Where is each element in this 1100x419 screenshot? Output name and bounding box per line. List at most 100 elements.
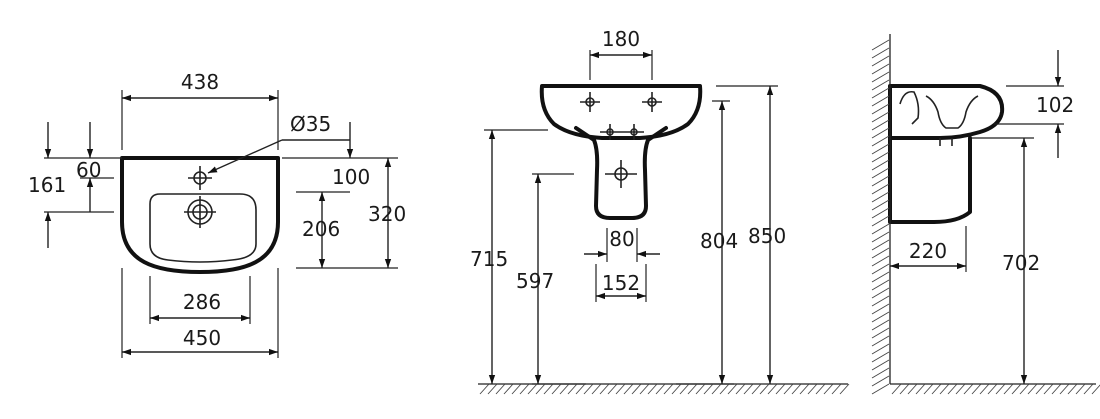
dim-597: 597	[516, 269, 554, 293]
top-view: 438 Ø35 60 161 100 320 206 286 45	[28, 70, 406, 358]
hatch-stroke	[735, 383, 746, 395]
hatch-stroke	[871, 295, 890, 307]
hatch-stroke	[871, 367, 890, 379]
hatch-stroke	[963, 383, 974, 395]
hatch-stroke	[703, 383, 714, 395]
hatch-stroke	[487, 383, 498, 395]
hatch-stroke	[871, 351, 890, 363]
hatch-stroke	[559, 383, 570, 395]
hatch-stroke	[1067, 383, 1078, 395]
hatch-stroke	[823, 383, 834, 395]
basin-outline-front	[539, 84, 703, 140]
hatch-stroke	[871, 263, 890, 275]
hatch-stroke	[871, 311, 890, 323]
hatch-stroke	[871, 191, 890, 203]
hatch-stroke	[871, 255, 890, 267]
hatch-stroke	[839, 383, 850, 395]
hatch-stroke	[503, 383, 514, 395]
hatch-stroke	[871, 215, 890, 227]
dim-100: 100	[332, 165, 370, 189]
hatch-stroke	[955, 383, 966, 395]
hatch-stroke	[767, 383, 778, 395]
dim-715: 715	[470, 247, 508, 271]
hatch-stroke	[947, 383, 958, 395]
hatch-stroke	[871, 287, 890, 299]
hatch-stroke	[871, 159, 890, 171]
hatch-stroke	[871, 223, 890, 235]
hatch-stroke	[583, 383, 594, 395]
hatch-stroke	[871, 383, 890, 395]
hatch-stroke	[615, 383, 626, 395]
tap-hole	[188, 166, 212, 190]
hatch-stroke	[743, 383, 754, 395]
hatch-stroke	[871, 271, 890, 283]
hatch-stroke	[871, 55, 890, 67]
hatch-stroke	[1091, 384, 1100, 395]
hatch-stroke	[907, 383, 918, 395]
hatch-stroke	[871, 119, 890, 131]
front-tap-holes	[580, 92, 662, 112]
hatch-stroke	[871, 103, 890, 115]
hatch-stroke	[871, 111, 890, 123]
dim-220: 220	[909, 239, 947, 263]
hatch-stroke	[871, 71, 890, 83]
hatch-stroke	[599, 383, 610, 395]
hatch-stroke	[871, 327, 890, 339]
drain-hole	[184, 196, 216, 228]
hatch-stroke	[915, 383, 926, 395]
hatch-stroke	[671, 383, 682, 395]
hatch-stroke	[495, 383, 506, 395]
hatch-stroke	[1043, 383, 1054, 395]
dim-102: 102	[1036, 93, 1074, 117]
dim-804: 804	[700, 229, 738, 253]
hatch-stroke	[663, 383, 674, 395]
hatch-stroke	[751, 383, 762, 395]
dim-286: 286	[183, 290, 221, 314]
hatch-stroke	[711, 383, 722, 395]
hatch-stroke	[687, 383, 698, 395]
hatch-stroke	[775, 383, 786, 395]
bowl-outline	[149, 193, 257, 263]
dim-diameter-35: Ø35	[290, 112, 331, 136]
hatch-stroke	[871, 39, 890, 51]
dim-180: 180	[602, 27, 640, 51]
dim-438: 438	[181, 70, 219, 94]
hatch-stroke	[831, 383, 842, 395]
hatch-stroke	[891, 383, 902, 395]
hatch-stroke	[655, 383, 666, 395]
hatch-stroke	[639, 383, 650, 395]
pedestal-outline-side	[888, 136, 972, 224]
dim-161: 161	[28, 173, 66, 197]
dim-152: 152	[602, 271, 640, 295]
hatch-stroke	[807, 383, 818, 395]
hatch-stroke	[971, 383, 982, 395]
hatch-stroke	[1003, 383, 1014, 395]
hatch-stroke	[871, 143, 890, 155]
hatch-stroke	[799, 383, 810, 395]
basin-outline-top	[120, 156, 280, 274]
floor-hatching-side	[891, 383, 1100, 395]
hatch-stroke	[871, 239, 890, 251]
hatch-stroke	[871, 127, 890, 139]
dim-450: 450	[183, 326, 221, 350]
dim-320: 320	[368, 202, 406, 226]
dim-80: 80	[609, 227, 634, 251]
hatch-stroke	[871, 151, 890, 163]
hatch-stroke	[623, 383, 634, 395]
hatch-stroke	[591, 383, 602, 395]
hatch-stroke	[871, 79, 890, 91]
hatch-stroke	[759, 383, 770, 395]
overflow-side	[899, 90, 920, 125]
basin-outline-side	[888, 84, 1005, 140]
hatch-stroke	[931, 383, 942, 395]
hatch-stroke	[939, 383, 950, 395]
hatch-stroke	[871, 95, 890, 107]
basin-bowl-side	[925, 95, 979, 129]
hatch-stroke	[575, 383, 586, 395]
hatch-stroke	[479, 383, 490, 395]
hatch-stroke	[987, 383, 998, 395]
hatch-stroke	[567, 383, 578, 395]
hatch-stroke	[527, 383, 538, 395]
front-view: 180 80 152 715 597 804 850	[470, 27, 786, 385]
